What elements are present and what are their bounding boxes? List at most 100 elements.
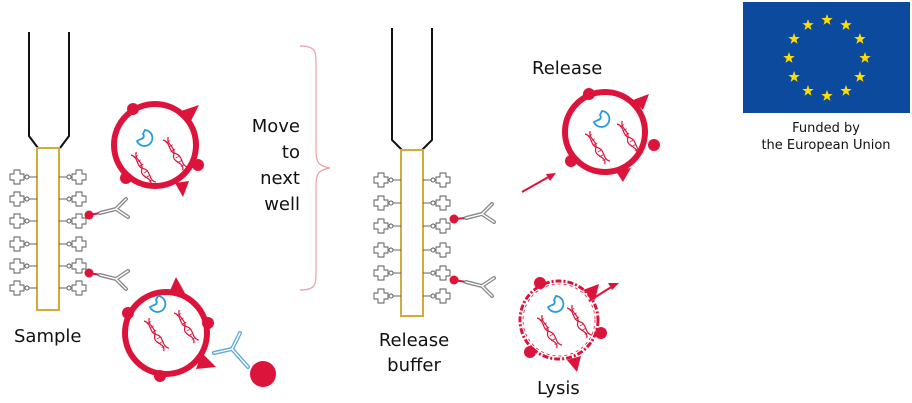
release-buffer-line: Release xyxy=(378,330,450,351)
move-label-line: Move xyxy=(251,116,300,137)
receptor-node xyxy=(24,218,30,224)
eu-star-icon xyxy=(859,52,871,63)
receptor-node xyxy=(388,247,394,253)
receptor-node xyxy=(24,174,30,180)
receptor-molecule xyxy=(435,218,451,234)
lysis-label: Lysis xyxy=(537,378,580,399)
lysis-arrow xyxy=(588,283,619,302)
receptor-node xyxy=(430,270,436,276)
receptor-molecule xyxy=(71,236,87,252)
receptor-molecule xyxy=(435,242,451,258)
receptor-node xyxy=(24,196,30,202)
receptor-molecule xyxy=(9,236,25,252)
receptor-node xyxy=(430,247,436,253)
release-antibody-2 xyxy=(449,275,496,298)
sample-captured-antibody-2 xyxy=(84,268,130,291)
receptor-molecule xyxy=(373,218,389,234)
eu-star-icon xyxy=(788,71,800,82)
release-receptor-array xyxy=(373,172,451,304)
receptor-node xyxy=(66,263,72,269)
receptor-node xyxy=(388,293,394,299)
eu-star-icon xyxy=(783,52,795,63)
eu-star-icon xyxy=(802,84,814,96)
receptor-molecule xyxy=(71,280,87,296)
receptor-node xyxy=(430,177,436,183)
receptor-molecule xyxy=(9,258,25,274)
sample-label: Sample xyxy=(14,326,82,347)
move-label-line: well xyxy=(264,194,300,215)
receptor-node xyxy=(66,218,72,224)
sample-pipette xyxy=(28,32,70,311)
eu-caption-line-1: Funded by xyxy=(792,121,860,136)
receptor-molecule xyxy=(373,288,389,304)
move-label-line: to xyxy=(281,142,300,163)
release-label: Release xyxy=(532,58,603,79)
eu-star-icon xyxy=(840,84,852,96)
pipette-wall-left xyxy=(391,28,403,151)
receptor-molecule xyxy=(435,265,451,281)
receptor-node xyxy=(24,263,30,269)
lysed-cell xyxy=(518,277,607,372)
captured-cell-top xyxy=(111,101,204,197)
receptor-molecule xyxy=(71,213,87,229)
receptor-molecule xyxy=(9,191,25,207)
sample-captured-antibody-1 xyxy=(84,197,130,220)
receptor-node xyxy=(66,241,72,247)
eu-funding-caption: Funded by the European Union xyxy=(742,120,910,154)
eu-caption-line-2: the European Union xyxy=(761,138,891,153)
red-bead xyxy=(250,361,276,387)
dna-icon xyxy=(566,303,593,340)
receptor-node xyxy=(388,223,394,229)
pipette-wall-right xyxy=(421,28,433,151)
receptor-node xyxy=(388,200,394,206)
move-brace xyxy=(299,45,331,291)
receptor-node xyxy=(388,270,394,276)
release-pipette xyxy=(391,28,433,317)
receptor-node xyxy=(24,241,30,247)
release-arrow xyxy=(521,173,556,193)
receptor-molecule xyxy=(71,169,87,185)
receptor-node xyxy=(66,285,72,291)
move-label-line: next xyxy=(260,168,300,189)
eu-stars xyxy=(743,2,910,113)
release-buffer-line: buffer xyxy=(387,355,441,376)
captured-cell-bottom xyxy=(122,277,216,382)
plasmid-icon xyxy=(547,295,565,313)
sample-receptor-array xyxy=(9,169,87,296)
eu-star-icon xyxy=(854,71,866,82)
receptor-node xyxy=(66,196,72,202)
release-tip-tube xyxy=(400,149,424,317)
blue-detection-antibody xyxy=(212,331,250,369)
pipette-wall-right xyxy=(59,32,70,149)
receptor-molecule xyxy=(373,242,389,258)
eu-star-icon xyxy=(788,33,800,44)
receptor-molecule xyxy=(373,195,389,211)
receptor-node xyxy=(66,174,72,180)
receptor-node xyxy=(430,200,436,206)
release-buffer-label: Release buffer xyxy=(372,328,456,378)
receptor-molecule xyxy=(373,265,389,281)
move-to-next-well-label: Move to next well xyxy=(240,114,300,218)
dna-icon xyxy=(536,313,563,350)
receptor-molecule xyxy=(71,258,87,274)
receptor-molecule xyxy=(71,191,87,207)
receptor-molecule xyxy=(373,172,389,188)
receptor-node xyxy=(430,223,436,229)
sample-tip-tube xyxy=(36,147,60,311)
released-cell xyxy=(562,88,660,182)
pipette-wall-left xyxy=(28,32,39,149)
receptor-node xyxy=(388,177,394,183)
receptor-molecule xyxy=(9,280,25,296)
receptor-molecule xyxy=(435,195,451,211)
eu-star-icon xyxy=(802,19,814,30)
eu-star-icon xyxy=(854,33,866,44)
receptor-molecule xyxy=(9,169,25,185)
receptor-molecule xyxy=(435,288,451,304)
receptor-molecule xyxy=(435,172,451,188)
release-antibody-1 xyxy=(449,202,496,224)
receptor-molecule xyxy=(9,213,25,229)
eu-star-icon xyxy=(821,14,833,25)
eu-star-icon xyxy=(840,19,852,30)
receptor-node xyxy=(430,293,436,299)
